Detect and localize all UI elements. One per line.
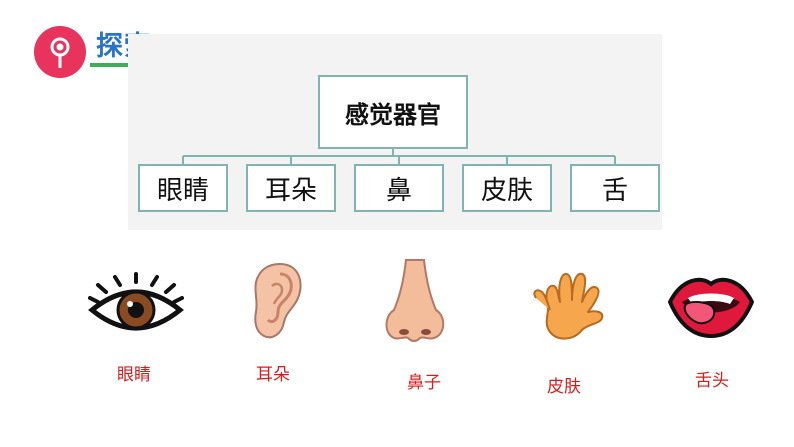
organ-label-skin: 皮肤 [547,377,581,397]
child-node-eyes: 眼睛 [138,164,228,212]
child-node-tongue: 舌 [570,164,660,212]
child-node-skin: 皮肤 [462,164,552,212]
root-node-sense-organs: 感觉器官 [318,75,468,149]
eye-icon [88,272,184,331]
tongue-icon [668,277,754,338]
title-badge [34,26,86,78]
hand-icon [533,272,604,340]
organ-label-nose: 鼻子 [407,373,441,393]
nose-icon [385,259,445,342]
ear-icon [254,262,302,339]
magnifier-icon [50,37,70,68]
organ-label-ears: 耳朵 [256,365,290,385]
organ-label-eyes: 眼睛 [117,365,151,385]
organ-label-tongue: 舌头 [695,371,729,391]
child-node-nose: 鼻 [354,164,444,212]
child-node-ears: 耳朵 [246,164,336,212]
